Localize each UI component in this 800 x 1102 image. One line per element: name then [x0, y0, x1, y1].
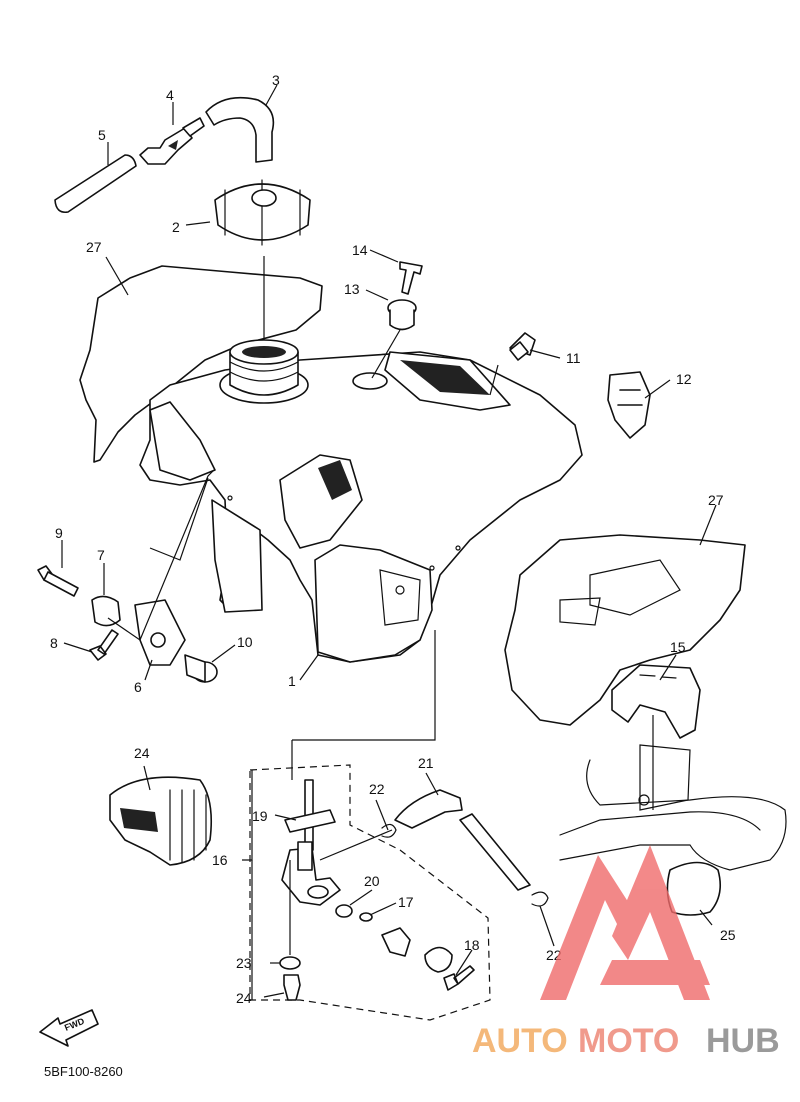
fuel-cock-body [281, 841, 341, 906]
part-19-strainer [284, 779, 336, 851]
callout-2: 2 [172, 219, 180, 235]
part-25-damper [109, 776, 213, 866]
callout-1: 1 [288, 673, 296, 689]
callout-numbers: 3 4 5 2 27 14 13 11 12 27 9 7 8 10 15 1 … [50, 72, 736, 1006]
callout-18: 18 [464, 937, 480, 953]
callout-14: 14 [352, 242, 368, 258]
part-27-left-side-cover [79, 265, 323, 463]
callout-10: 10 [237, 634, 253, 650]
callout-15: 15 [670, 639, 686, 655]
part-1-fuel-tank [139, 339, 583, 663]
callout-7: 7 [97, 547, 105, 563]
part-23-washer [279, 956, 301, 970]
svg-text:MOTO: MOTO [578, 1022, 679, 1060]
callout-16: 16 [212, 852, 228, 868]
callout-17: 17 [398, 894, 414, 910]
callout-4: 4 [166, 87, 174, 103]
watermark-text: AUTO MOTO HUB [472, 1022, 780, 1060]
callout-5: 5 [98, 127, 106, 143]
svg-text:AUTO: AUTO [472, 1022, 568, 1060]
callout-9: 9 [55, 525, 63, 541]
part-20-o-ring [335, 904, 353, 918]
part-26-damper [666, 861, 721, 916]
part-8-bolt [89, 629, 119, 661]
callout-8: 8 [50, 635, 58, 651]
callout-13: 13 [344, 281, 360, 297]
callout-3: 3 [272, 72, 280, 88]
part-3-breather-hose [205, 96, 275, 163]
part-21-fuel-hose [394, 789, 531, 891]
part-13-damper [387, 299, 417, 331]
callout-6: 6 [134, 679, 142, 695]
callout-11: 11 [566, 350, 581, 366]
part-5-hose [54, 154, 137, 214]
part-14-screw [399, 261, 423, 295]
callout-21: 21 [418, 755, 434, 771]
part-16-assembly-boundary [249, 764, 491, 1021]
part-27-right-side-cover [504, 534, 746, 726]
part-11-bolt [509, 332, 536, 361]
callout-20: 20 [364, 873, 380, 889]
svg-text:HUB: HUB [706, 1022, 780, 1060]
part-10-collar [184, 654, 218, 683]
part-24-bolt [283, 974, 301, 1001]
callout-12: 12 [676, 371, 692, 387]
callout-26: 25 [720, 927, 736, 943]
callout-19: 19 [252, 808, 268, 824]
callout-23: 23 [236, 955, 252, 971]
watermark-logo-icon [540, 845, 710, 1000]
frame-outline [559, 744, 787, 871]
part-7-collar [91, 595, 121, 627]
callout-25: 24 [134, 745, 150, 761]
fuel-cock-plate [424, 946, 453, 973]
part-18-screw [443, 965, 475, 991]
callout-22-upper: 22 [369, 781, 385, 797]
fuel-cock-lever [381, 927, 411, 957]
callout-24: 24 [236, 990, 252, 1006]
part-9-bolt [37, 565, 79, 597]
part-12-clip [607, 371, 651, 439]
diagram-code: 5BF100-8260 [44, 1064, 123, 1079]
fwd-arrow-icon: FWD [39, 1009, 99, 1047]
part-4-check-valve [139, 117, 205, 165]
part-17-o-ring [359, 912, 373, 922]
callout-27-left: 27 [86, 239, 102, 255]
part-22-clip-lower [531, 891, 549, 907]
part-15-bracket [611, 664, 701, 739]
callout-27-right: 27 [708, 492, 724, 508]
part-22-clip-upper [381, 823, 397, 838]
part-2-fuel-cap [214, 179, 311, 246]
leader-lines [61, 84, 717, 1000]
